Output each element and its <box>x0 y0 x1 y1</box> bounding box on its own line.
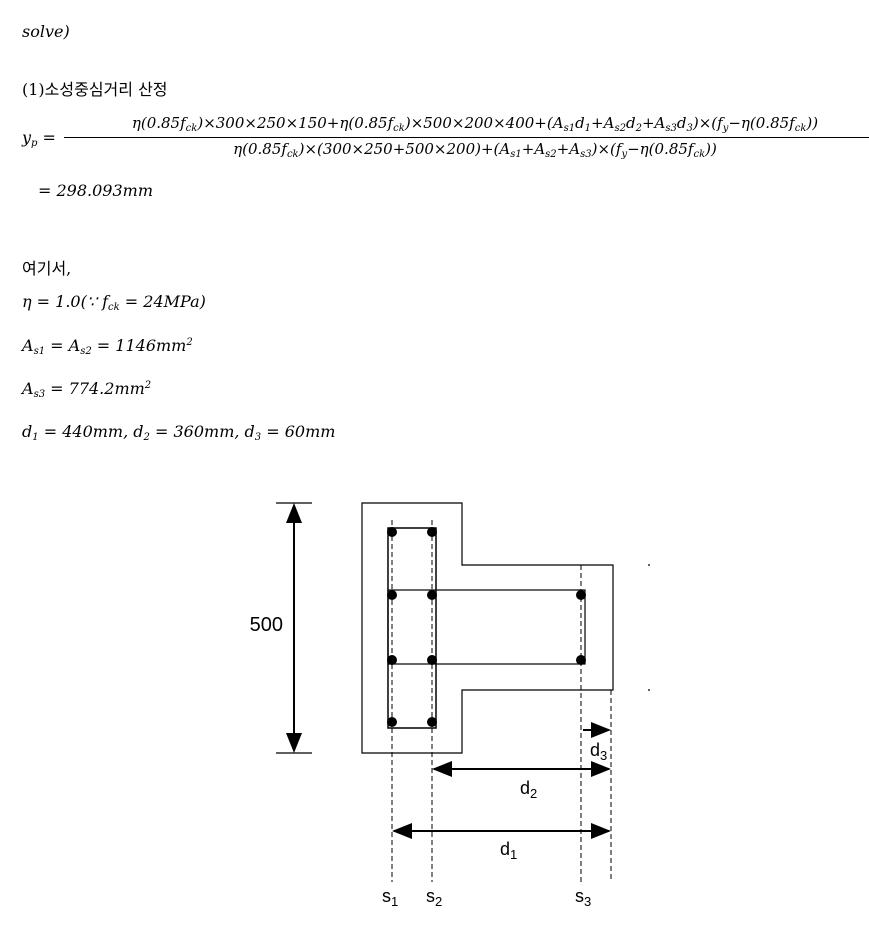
equation-numerator: η(0.85fck)×300×250×150+η(0.85fck)×500×20… <box>131 114 819 134</box>
d2-label: d2 <box>520 778 537 801</box>
rebars <box>387 527 586 727</box>
equation-denominator: η(0.85fck)×(300×250+500×200)+(As1+As2+As… <box>233 140 717 160</box>
section-heading: (1)소성중심거리 산정 <box>22 80 168 99</box>
as1-as2-definition: As1 = As2 = 1146mm2 <box>22 336 193 357</box>
plastic-centroid-equation: yp = η(0.85fck)×300×250×150+η(0.85fck)×5… <box>22 112 869 166</box>
flange-stirrup <box>387 589 586 665</box>
rebar <box>576 655 586 665</box>
dim-500-label: 500 <box>250 614 283 636</box>
s1-label: s1 <box>382 886 398 909</box>
d1-label: d1 <box>500 839 517 862</box>
web-stirrup <box>387 527 437 729</box>
d3-label: d3 <box>590 740 607 763</box>
reference-lines <box>391 520 612 882</box>
fraction-bar <box>64 137 869 138</box>
t-section-diagram: 500 250 d3 d2 d1 s1 s2 s3 <box>250 502 650 909</box>
d-values-definition: d1 = 440mm, d2 = 360mm, d3 = 60mm <box>22 422 336 443</box>
equation-result: = 298.093mm <box>38 181 153 200</box>
rebar <box>576 590 586 600</box>
dim-250 <box>648 564 650 691</box>
s3-label: s3 <box>575 886 591 909</box>
section-outline <box>361 502 614 754</box>
eta-definition: η = 1.0(∵ fck = 24MPa) <box>22 292 206 313</box>
s2-label: s2 <box>426 886 442 909</box>
dim-500 <box>276 502 312 754</box>
as3-definition: As3 = 774.2mm2 <box>22 379 152 400</box>
solve-label: solve) <box>22 22 70 41</box>
equation-lhs: yp = <box>22 128 56 149</box>
where-label: 여기서, <box>22 259 72 278</box>
yp-symbol: yp = <box>22 128 56 149</box>
